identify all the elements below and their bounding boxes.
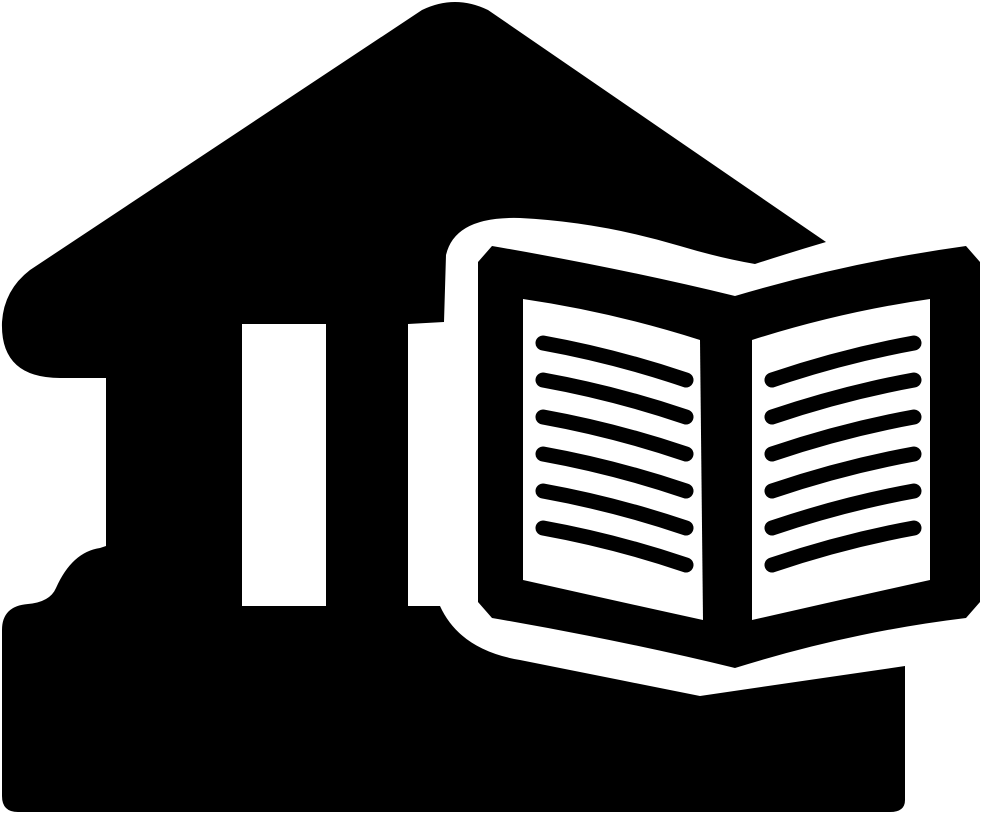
book-left-text-lines — [535, 335, 694, 573]
building-column — [242, 324, 326, 606]
book-right-text-lines — [764, 335, 922, 573]
building-silhouette — [1, 2, 905, 812]
